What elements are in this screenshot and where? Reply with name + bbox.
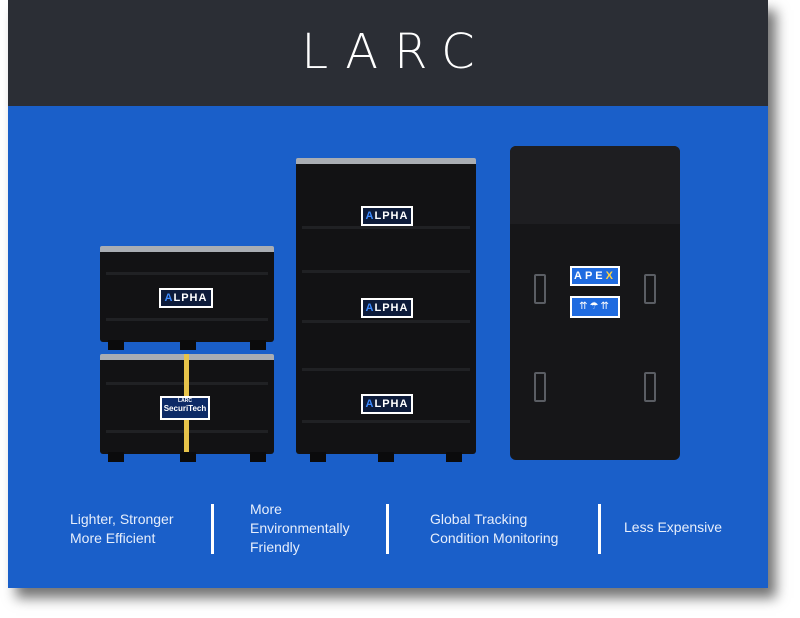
alpha-crate-tall-stack: ALPHA ALPHA ALPHA: [296, 158, 476, 462]
case-handle: [534, 372, 546, 402]
apex-accent-letter: X: [605, 270, 616, 282]
apex-lid: [510, 146, 680, 224]
alpha-label-text: ALPHA: [365, 210, 409, 222]
case-handle: [534, 274, 546, 304]
alpha-accent-letter: A: [365, 210, 375, 222]
crate-rib: [302, 368, 470, 371]
crate-foot: [378, 452, 394, 462]
crate-foot: [310, 452, 326, 462]
feature-cost-text: Less Expensive: [624, 519, 723, 535]
feature-divider: [386, 504, 389, 554]
crate-foot: [446, 452, 462, 462]
features-row: Lighter, Stronger More Efficient More En…: [8, 490, 768, 580]
securitech-crate: LARC SecuriTech: [100, 354, 274, 462]
feature-divider: [211, 504, 214, 554]
feature-environment: More Environmentally Friendly: [250, 500, 350, 557]
case-handle: [644, 372, 656, 402]
feature-lighter: Lighter, Stronger More Efficient: [70, 510, 174, 548]
product-card: LARC ALPHA LARC SecuriTech: [8, 0, 768, 588]
crate-rib: [106, 318, 268, 321]
crate-foot: [180, 340, 196, 350]
crate-foot: [250, 452, 266, 462]
crate-rib: [302, 320, 470, 323]
handling-symbols: ⇈☂⇈: [570, 296, 620, 318]
crate-lid: [296, 158, 476, 164]
alpha-label-text: ALPHA: [365, 302, 409, 314]
products-area: ALPHA LARC SecuriTech: [8, 106, 768, 486]
feature-tracking-text: Global Tracking Condition Monitoring: [430, 511, 559, 546]
crate-lid: [100, 246, 274, 252]
feature-environment-text: More Environmentally Friendly: [250, 501, 350, 555]
alpha-label-text: ALPHA: [164, 292, 208, 304]
case-handle: [644, 274, 656, 304]
crate-rib: [302, 226, 470, 229]
apex-label-text: APEX: [574, 270, 616, 282]
securitech-small-text: LARC: [178, 398, 192, 404]
alpha-label: ALPHA: [361, 394, 413, 414]
feature-lighter-text: Lighter, Stronger More Efficient: [70, 511, 174, 546]
securitech-text: SecuriTech: [163, 404, 207, 413]
larc-logo: LARC: [301, 24, 491, 80]
crate-foot: [108, 340, 124, 350]
apex-label: APEX: [570, 266, 620, 286]
alpha-label: ALPHA: [361, 298, 413, 318]
feature-cost: Less Expensive: [624, 518, 722, 537]
crate-rib: [106, 272, 268, 275]
securitech-label: LARC SecuriTech: [160, 396, 210, 420]
alpha-label: ALPHA: [159, 288, 213, 308]
crate-foot: [108, 452, 124, 462]
crate-rib: [302, 270, 470, 273]
alpha-label-text: ALPHA: [365, 398, 409, 410]
header-bar: LARC: [8, 0, 768, 106]
crate-foot: [180, 452, 196, 462]
alpha-crate-small-top: ALPHA: [100, 246, 274, 350]
alpha-accent-letter: A: [365, 398, 375, 410]
alpha-accent-letter: A: [365, 302, 375, 314]
alpha-accent-letter: A: [164, 292, 174, 304]
feature-tracking: Global Tracking Condition Monitoring: [430, 510, 558, 548]
handling-symbols-text: ⇈☂⇈: [579, 301, 611, 312]
apex-case: APEX ⇈☂⇈: [510, 146, 680, 460]
alpha-label: ALPHA: [361, 206, 413, 226]
crate-foot: [250, 340, 266, 350]
feature-divider: [598, 504, 601, 554]
crate-rib: [302, 420, 470, 423]
